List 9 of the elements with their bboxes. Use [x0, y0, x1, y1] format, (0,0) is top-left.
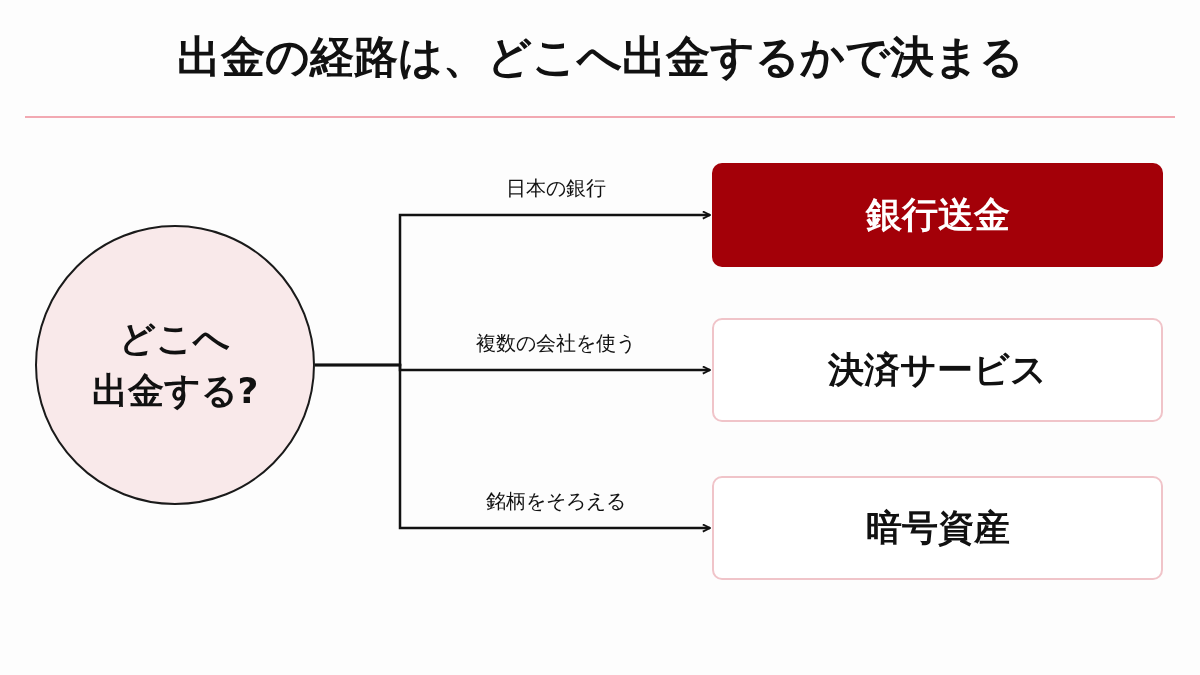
highlighted-option-box — [712, 163, 1163, 267]
node-label: 決済サービス — [828, 347, 1047, 392]
arrow — [315, 363, 711, 533]
node-label: 暗号資産 — [865, 505, 1010, 550]
node-label: 銀行送金 — [865, 192, 1010, 237]
title: 出金の経路は、どこへ出金するかで決まる — [175, 30, 1025, 84]
option-box — [712, 318, 1163, 422]
option-box — [712, 476, 1163, 580]
node-label: どこへ出金する? — [91, 316, 259, 413]
